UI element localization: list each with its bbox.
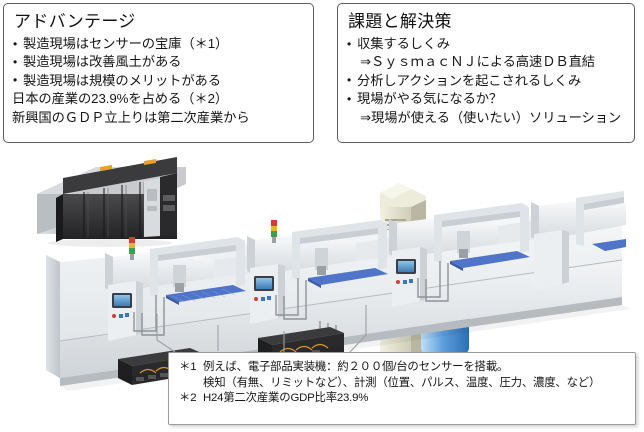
footnote-body: 例えば、電子部品実装機：約２００個/台のセンサーを搭載。 検知（有無、リミットな…	[203, 360, 600, 391]
advantage-item-0: 製造現場はセンサーの宝庫（＊1）	[12, 34, 305, 53]
footnote-line: 検知（有無、リミットなど）、計測（位置、パルス、温度、圧力、濃度、など）	[203, 376, 601, 389]
callout-leader-lines	[156, 305, 367, 353]
footnote-panel: ＊1 例えば、電子部品実装機：約２００個/台のセンサーを搭載。 検知（有無、リミ…	[168, 352, 636, 425]
advantage-title: アドバンテージ	[14, 12, 136, 31]
plc-unit-icon	[37, 157, 186, 247]
issues-title: 課題と解決策	[348, 12, 452, 31]
advantage-panel: アドバンテージ 製造現場はセンサーの宝庫（＊1） 製造現場は改善風土がある 製造…	[3, 3, 314, 143]
issues-item-2: 分析しアクションを起こされるしくみ	[346, 71, 626, 90]
advantage-item-3: 日本の産業の23.9%を占める（＊2）	[12, 91, 229, 107]
issues-item-1: ⇒ＳｙｓｍａｃＮＪによる高速ＤＢ直結	[360, 54, 595, 70]
mounter-module	[105, 237, 262, 341]
issues-item-3: 現場がやる気になるか？	[346, 90, 626, 109]
advantage-item-2: 製造現場は規模のメリットがある	[12, 71, 305, 90]
mounter-module	[531, 191, 626, 290]
footnote-mark: ＊2	[179, 392, 197, 405]
footnote-line: H24第二次産業のGDP比率23.9%	[203, 392, 369, 405]
advantage-item-1: 製造現場は改善風土がある	[12, 53, 305, 72]
issues-panel: 課題と解決策 収集するしくみ ⇒ＳｙｓｍａｃＮＪによる高速ＤＢ直結 分析しアクシ…	[337, 3, 635, 143]
issues-list: 収集するしくみ ⇒ＳｙｓｍａｃＮＪによる高速ＤＢ直結 分析しアクションを起こされ…	[346, 34, 626, 127]
footnote-body: H24第二次産業のGDP比率23.9%	[203, 391, 368, 407]
footnote-row: ＊2 H24第二次産業のGDP比率23.9%	[179, 391, 629, 407]
advantage-list: 製造現場はセンサーの宝庫（＊1） 製造現場は改善風土がある 製造現場は規模のメリ…	[12, 34, 305, 127]
footnote-row: ＊1 例えば、電子部品実装機：約２００個/台のセンサーを搭載。 検知（有無、リミ…	[179, 360, 629, 391]
issues-item-0: 収集するしくみ	[346, 34, 626, 53]
advantage-item-4: 新興国のＧＤＰ立上りは第二次産業から	[12, 109, 250, 125]
mounter-module	[247, 220, 404, 324]
footnote-line: 例えば、電子部品実装機：約２００個/台のセンサーを搭載。	[203, 361, 509, 373]
issues-item-4: ⇒現場が使える（使いたい）ソリューション	[360, 109, 622, 125]
footnote-mark: ＊1	[179, 361, 197, 373]
